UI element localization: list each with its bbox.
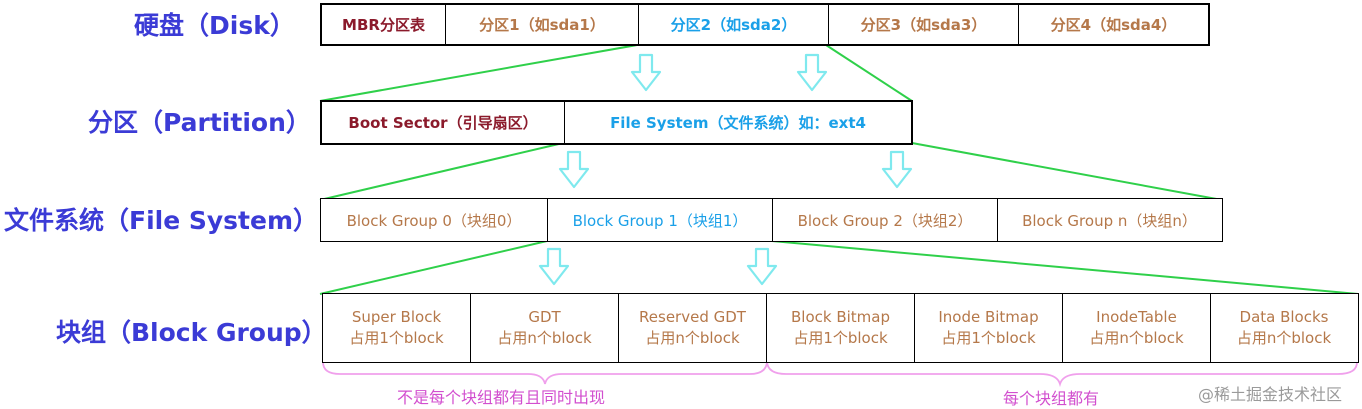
- disk-cell-partition4: 分区4（如sda4）: [1050, 16, 1177, 34]
- down-arrow-icon: [746, 247, 778, 286]
- label-partition: 分区（Partition）: [88, 108, 311, 137]
- connector-line: [319, 240, 548, 295]
- brace-label-always: 每个块组都有: [1003, 389, 1100, 408]
- down-arrow-icon: [558, 150, 590, 189]
- blockgroup-cell: Reserved GDT 占用n个block: [619, 294, 767, 362]
- blockgroup-cell-name: GDT: [528, 307, 561, 326]
- filesystem-cell-groupn: Block Group n（块组n）: [1022, 211, 1197, 230]
- down-arrow-icon: [538, 247, 570, 286]
- blockgroup-row: Super Block 占用1个block GDT 占用n个block Rese…: [322, 293, 1359, 363]
- disk-cell-mbr: MBR分区表: [322, 5, 446, 44]
- blockgroup-cell-name: InodeTable: [1096, 307, 1177, 326]
- blockgroup-cell-name: Super Block: [351, 307, 442, 326]
- label-blockgroup: 块组（Block Group）: [56, 318, 327, 347]
- partition-cell-boot-sector: Boot Sector（引导扇区）: [322, 102, 565, 143]
- filesystem-row: Block Group 0（块组0） Block Group 1（块组1） Bl…: [320, 198, 1223, 242]
- blockgroup-cell-usage: 占用n个block: [1089, 329, 1184, 347]
- blockgroup-cell: Block Bitmap 占用1个block: [767, 294, 915, 362]
- down-arrow-icon: [881, 150, 913, 189]
- disk-cell-partition1: 分区1（如sda1）: [446, 5, 639, 44]
- connector-line: [319, 44, 638, 102]
- blockgroup-cell-usage: 占用1个block: [349, 329, 444, 347]
- filesystem-cell-group1: Block Group 1（块组1）: [548, 199, 773, 241]
- watermark: @稀土掘金技术社区: [1198, 385, 1343, 404]
- blockgroup-cell: InodeTable 占用n个block: [1063, 294, 1211, 362]
- brace-optional: [322, 361, 768, 385]
- blockgroup-cell-name: Inode Bitmap: [938, 307, 1039, 326]
- connector-line: [825, 44, 913, 102]
- blockgroup-cell: Inode Bitmap 占用1个block: [915, 294, 1063, 362]
- down-arrow-icon: [630, 53, 662, 92]
- blockgroup-cell-name: Reserved GDT: [639, 307, 746, 326]
- disk-row: MBR分区表 分区1（如sda1） 分区2（如sda2） 分区3（如sda3） …: [320, 3, 1210, 46]
- connector-line: [319, 142, 564, 201]
- blockgroup-cell: Data Blocks 占用n个block: [1211, 294, 1357, 362]
- filesystem-cell-group2: Block Group 2（块组2）: [773, 199, 998, 241]
- brace-label-optional: 不是每个块组都有且同时出现: [397, 388, 606, 407]
- brace-always: [766, 361, 1358, 388]
- blockgroup-cell-usage: 占用n个block: [497, 329, 592, 347]
- blockgroup-cell-usage: 占用n个block: [1236, 329, 1332, 347]
- blockgroup-cell-usage: 占用1个block: [793, 329, 888, 347]
- down-arrow-icon: [796, 53, 828, 92]
- filesystem-cell-group0: Block Group 0（块组0）: [321, 199, 548, 241]
- partition-row: Boot Sector（引导扇区） File System（文件系统）如：ext…: [320, 100, 913, 145]
- disk-cell-partition3: 分区3（如sda3）: [829, 5, 1019, 44]
- blockgroup-cell-name: Block Bitmap: [790, 307, 890, 326]
- blockgroup-cell-usage: 占用n个block: [645, 329, 740, 347]
- blockgroup-cell: GDT 占用n个block: [471, 294, 619, 362]
- label-filesystem: 文件系统（File System）: [4, 206, 319, 235]
- connector-line: [771, 240, 1359, 295]
- partition-cell-file-system: File System（文件系统）如：ext4: [610, 114, 866, 132]
- blockgroup-cell: Super Block 占用1个block: [323, 294, 471, 362]
- disk-cell-partition2: 分区2（如sda2）: [639, 5, 829, 44]
- label-disk: 硬盘（Disk）: [134, 11, 295, 40]
- blockgroup-cell-usage: 占用1个block: [941, 329, 1036, 347]
- connector-line: [911, 142, 1223, 201]
- blockgroup-cell-name: Data Blocks: [1239, 307, 1329, 326]
